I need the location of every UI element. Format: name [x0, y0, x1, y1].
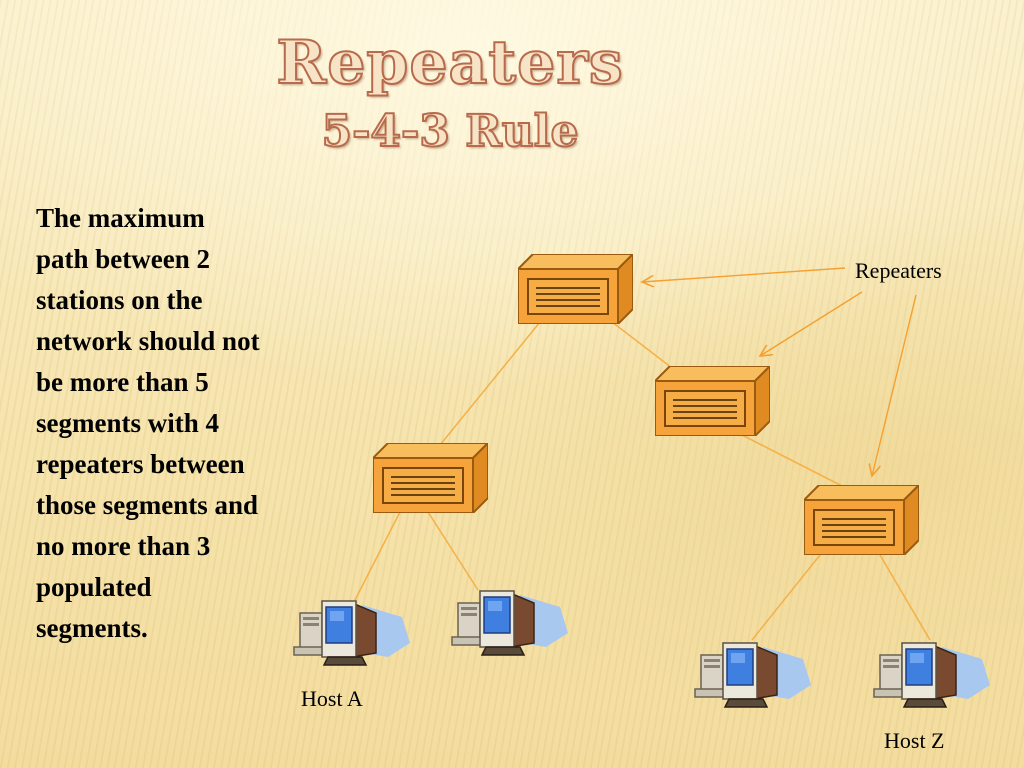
- link-r3-host2: [427, 511, 479, 591]
- host-computer-2: [451, 590, 569, 656]
- host-z-label: Host Z: [884, 728, 945, 753]
- repeater-3: [373, 443, 488, 513]
- link-r2-r4: [741, 434, 847, 489]
- repeaters-label: Repeaters: [855, 258, 942, 283]
- slide-subtitle: 5-4-3 Rule: [321, 105, 580, 158]
- link-r1-r2: [611, 321, 673, 369]
- repeater-callout-arrows: [642, 267, 917, 476]
- arrow-to-repeater-4: [872, 294, 917, 476]
- repeater-4: [804, 485, 919, 555]
- rule-description: The maximum path between 2 stations on t…: [36, 203, 260, 643]
- link-r4-host3: [751, 554, 821, 641]
- link-r4-host4: [879, 554, 931, 641]
- arrow-to-repeater-2: [760, 291, 863, 356]
- repeater-1: [518, 254, 633, 324]
- slide-title: Repeaters: [275, 27, 624, 99]
- arrow-to-repeater-1: [642, 267, 846, 282]
- network-links: [354, 321, 931, 641]
- host-computer-4: [873, 642, 991, 708]
- repeater-2: [655, 366, 770, 436]
- host-computer-1: [293, 600, 411, 666]
- link-r1-r3: [439, 321, 541, 446]
- host-computer-3: [694, 642, 812, 708]
- host-a-label: Host A: [301, 686, 363, 711]
- link-r3-host1: [354, 511, 401, 601]
